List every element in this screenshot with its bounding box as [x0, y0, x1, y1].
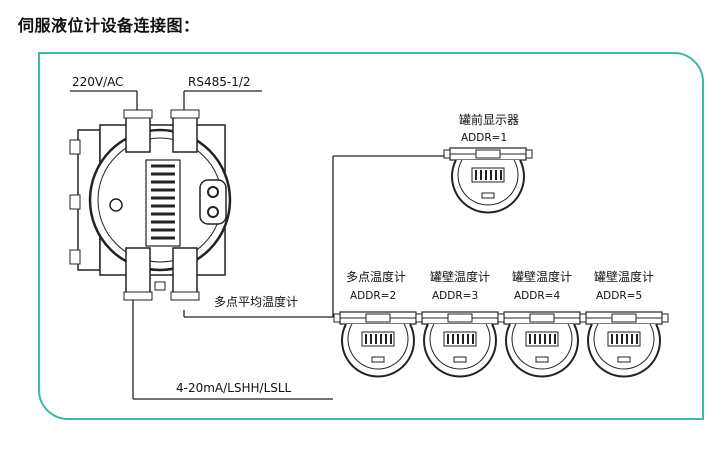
rs485-label: RS485-1/2 — [188, 75, 251, 89]
wiring-lines — [70, 90, 450, 400]
page-title: 伺服液位计设备连接图： — [18, 16, 200, 35]
power-label: 220V/AC — [72, 75, 124, 89]
temp3-name: 罐壁温度计 — [430, 269, 490, 284]
diagram-frame — [38, 52, 704, 420]
temp4-addr: ADDR=4 — [514, 290, 560, 302]
device-display — [443, 147, 533, 214]
analog-output-label: 4-20mA/LSHH/LSLL — [176, 381, 292, 395]
temp4-name: 罐壁温度计 — [512, 269, 572, 284]
servo-gauge — [69, 109, 232, 301]
avg-temp-label: 多点平均温度计 — [214, 294, 298, 309]
temp2-name: 多点温度计 — [346, 269, 406, 284]
display-addr: ADDR=1 — [461, 132, 507, 144]
temp3-addr: ADDR=3 — [432, 290, 478, 302]
device-temp-4 — [497, 311, 587, 378]
display-name: 罐前显示器 — [459, 112, 519, 127]
temp5-addr: ADDR=5 — [596, 290, 642, 302]
temp5-name: 罐壁温度计 — [594, 269, 654, 284]
temp2-addr: ADDR=2 — [350, 290, 396, 302]
device-temp-2 — [333, 311, 423, 378]
device-temp-3 — [415, 311, 505, 378]
device-temp-5 — [579, 311, 669, 378]
